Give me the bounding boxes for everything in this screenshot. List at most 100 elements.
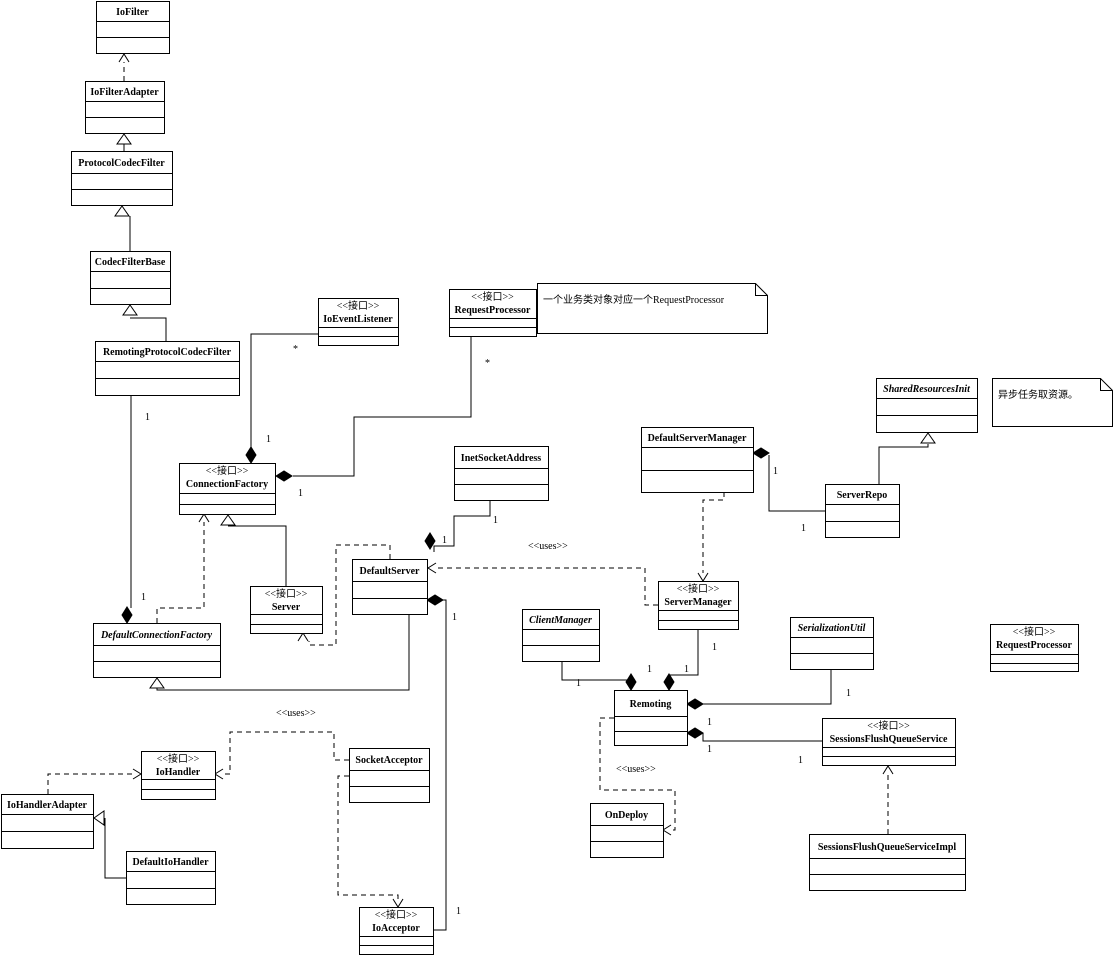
uses-remoting-ondeploy — [599, 717, 676, 831]
class-connection-factory[interactable]: <<接口>>ConnectionFactory — [179, 463, 276, 515]
note-shape — [537, 283, 768, 334]
class-box — [822, 718, 956, 766]
multiplicity-label: 1 — [266, 434, 271, 445]
class-remoting[interactable]: Remoting — [614, 690, 688, 746]
class-name: OnDeploy — [605, 810, 648, 821]
arrow-head — [198, 513, 210, 523]
multiplicity-label: 1 — [846, 688, 851, 699]
class-request-processor-top[interactable]: <<接口>> RequestProcessor — [449, 289, 537, 337]
class-box — [85, 81, 165, 134]
stereotype: <<接口>> — [157, 752, 200, 765]
class-protocol-codec-filter[interactable]: ProtocolCodecFilter — [71, 151, 173, 206]
class-box — [318, 298, 399, 346]
class-name: RemotingProtocolCodecFilter — [103, 347, 232, 358]
generalization-head — [114, 205, 130, 217]
class-server-manager[interactable]: <<接口>>ServerManager — [658, 581, 739, 630]
class-name: ClientManager — [529, 615, 592, 626]
generalization-head — [116, 133, 132, 145]
note-fold — [1100, 378, 1113, 391]
class-io-handler[interactable]: <<接口>>IoHandler — [141, 751, 216, 800]
class-name: SocketAcceptor — [355, 755, 423, 766]
class-io-filter-adapter[interactable]: IoFilterAdapter — [85, 81, 165, 134]
class-default-connection-factory[interactable]: DefaultConnectionFactory — [93, 623, 221, 678]
class-default-io-handler[interactable]: DefaultIoHandler — [126, 851, 216, 905]
composition-diamond — [426, 594, 444, 606]
composition-diamond — [424, 532, 436, 550]
stereotype: <<接口>> — [1013, 625, 1056, 638]
class-on-deploy[interactable]: OnDeploy — [590, 803, 664, 858]
class-shared-resources-init[interactable]: SharedResourcesInit — [876, 378, 978, 433]
multiplicity-label: 1 — [707, 717, 712, 728]
composition-diamond — [245, 446, 257, 464]
composition-remoting-sessionsflushqueueservice — [702, 733, 822, 742]
stereotype: <<接口>> — [206, 464, 249, 477]
class-box — [614, 690, 688, 746]
arrow-head — [214, 768, 224, 780]
generalization-head — [220, 514, 236, 526]
class-name: IoFilterAdapter — [90, 87, 159, 98]
composition-diamond — [625, 673, 637, 691]
class-default-server-manager[interactable]: DefaultServerManager — [641, 427, 754, 493]
composition-defaultserver-ioacceptor — [433, 599, 447, 931]
class-codec-filter-base[interactable]: CodecFilterBase — [90, 251, 171, 305]
arrow-head — [697, 572, 709, 582]
class-server-repo[interactable]: ServerRepo — [825, 484, 900, 538]
uses-socketacceptor-iohandler — [223, 731, 349, 775]
class-client-manager[interactable]: ClientManager — [522, 609, 600, 662]
class-sessions-flush-queue-service-impl[interactable]: SessionsFlushQueueServiceImpl — [809, 834, 966, 891]
class-io-handler-adapter[interactable]: IoHandlerAdapter — [1, 794, 94, 849]
class-default-server[interactable]: DefaultServer — [352, 559, 428, 615]
uses-stereotype-label: <<uses>> — [616, 764, 656, 775]
class-remoting-protocol-codec-filter[interactable]: RemotingProtocolCodecFilter — [95, 341, 240, 396]
class-io-acceptor[interactable]: <<接口>>IoAcceptor — [359, 907, 434, 955]
class-box — [1, 794, 94, 849]
class-name: RequestProcessor — [455, 305, 531, 316]
note-request-processor: 一个业务类对象对应一个RequestProcessor — [537, 283, 768, 334]
class-box — [454, 446, 549, 501]
class-serialization-util[interactable]: SerializationUtil — [790, 617, 874, 670]
class-inet-socket-address[interactable]: InetSocketAddress — [454, 446, 549, 501]
multiplicity-labels: **111111111111111111<<uses>><<uses>><<us… — [141, 344, 851, 917]
note-text: 一个业务类对象对应一个RequestProcessor — [543, 293, 725, 306]
multiplicity-label: 1 — [773, 466, 778, 477]
composition-defaultservermanager-serverrepo — [768, 455, 825, 512]
class-name: SharedResourcesInit — [883, 384, 971, 395]
uses-stereotype-label: <<uses>> — [276, 708, 316, 719]
class-name: RequestProcessor — [996, 640, 1072, 651]
generalization-head — [122, 304, 138, 316]
multiplicity-label: 1 — [707, 744, 712, 755]
class-box — [126, 851, 216, 905]
generalization-head — [920, 432, 936, 444]
note-fold — [755, 283, 768, 296]
generalization-serverrepo-sharedresourcesinit — [878, 444, 929, 484]
arrow-head — [132, 768, 142, 780]
class-name: Remoting — [630, 699, 672, 710]
note-boxes: 一个业务类对象对应一个RequestProcessor 异步任务取资源。 — [537, 283, 1113, 427]
class-box — [641, 427, 754, 493]
multiplicity-label: 1 — [442, 535, 447, 546]
class-io-filter[interactable]: IoFilter — [96, 1, 170, 54]
multiplicity-label: 1 — [452, 612, 457, 623]
class-box — [809, 834, 966, 891]
class-name: DefaultServerManager — [648, 433, 747, 444]
class-name: Server — [272, 602, 301, 613]
class-name: DefaultServer — [360, 566, 421, 577]
generalization-head — [93, 810, 105, 826]
stereotype: <<接口>> — [471, 290, 514, 303]
arrow-head — [392, 898, 404, 908]
class-io-event-listener[interactable]: <<接口>>IoEventListener — [318, 298, 399, 346]
class-socket-acceptor[interactable]: SocketAcceptor — [349, 748, 430, 803]
arrow-head — [662, 824, 672, 836]
note-shape — [992, 378, 1113, 427]
multiplicity-label: 1 — [145, 412, 150, 423]
class-box — [250, 586, 323, 634]
class-name: ServerRepo — [837, 490, 888, 501]
class-server[interactable]: <<接口>>Server — [250, 586, 323, 634]
class-sessions-flush-queue-service[interactable]: <<接口>>SessionsFlushQueueService — [822, 718, 956, 766]
composition-diamond — [663, 673, 675, 691]
note-text: 异步任务取资源。 — [998, 388, 1078, 401]
class-box — [790, 617, 874, 670]
class-request-processor-right[interactable]: <<接口>> RequestProcessor — [990, 624, 1079, 672]
composition-connectionfactory-requestprocessor — [293, 336, 472, 477]
